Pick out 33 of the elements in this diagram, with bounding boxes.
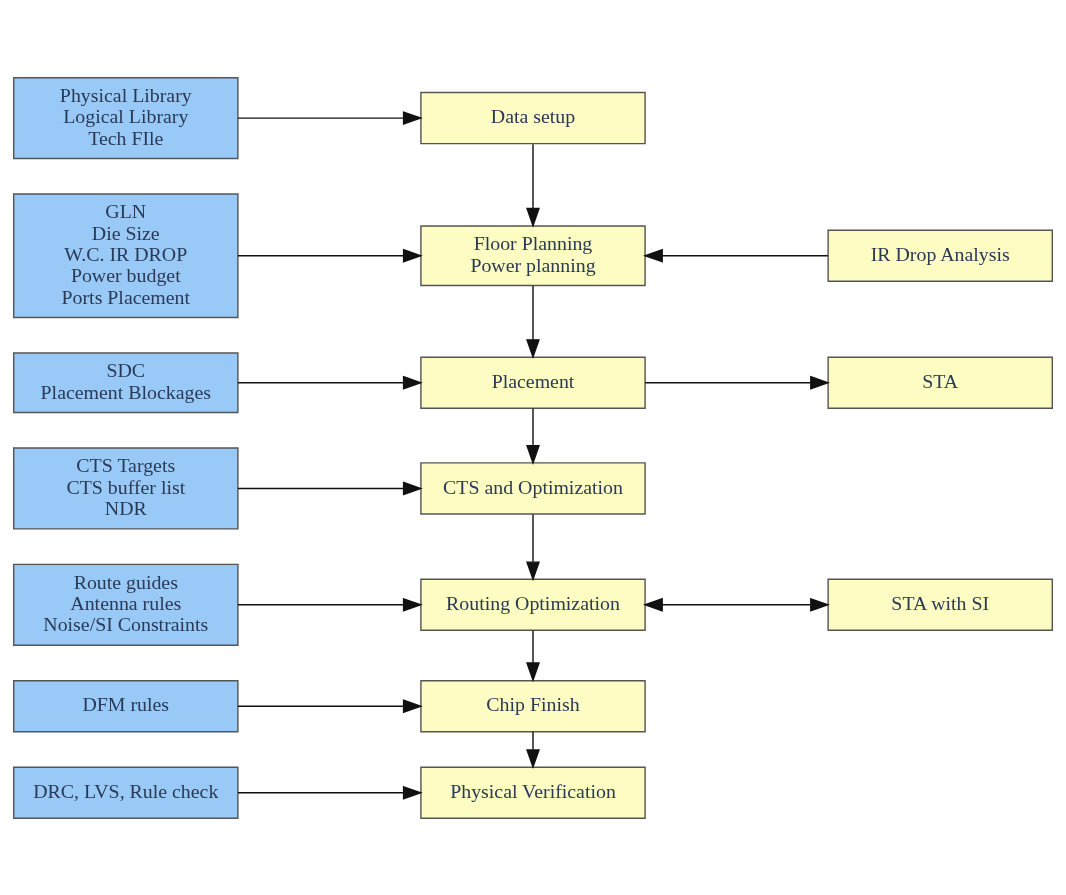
arrow [644, 375, 830, 390]
node-box: IR Drop Analysis [827, 229, 1053, 282]
arrow [237, 597, 423, 612]
arrow [237, 110, 423, 125]
node-box: Chip Finish [420, 679, 646, 732]
node-box: Physical Verification [420, 766, 646, 819]
arrow [237, 248, 423, 263]
node-box: CTS and Optimization [420, 461, 646, 515]
node-box: Placement [420, 356, 646, 409]
arrow [237, 375, 423, 390]
node-box: SDC Placement Blockages [13, 351, 239, 413]
arrow [526, 730, 540, 769]
node-box: Data setup [420, 91, 646, 144]
arrow [237, 785, 423, 800]
arrow [643, 248, 829, 263]
node-box: CTS Targets CTS buffer list NDR [13, 446, 239, 530]
arrow [526, 513, 540, 581]
node-box: Physical Library Logical Library Tech FIle [13, 76, 239, 159]
node-box: Route guides Antenna rules Noise/SI Constraints [13, 563, 239, 646]
node-box: STA with SI [827, 578, 1053, 631]
node-box: DRC, LVS, Rule check [13, 766, 239, 819]
arrow [526, 407, 540, 465]
arrow [526, 284, 540, 359]
arrow [526, 629, 540, 682]
node-box: GLN Die Size W.C. IR DROP Power budget Ports Placement [13, 192, 239, 318]
arrow [237, 698, 423, 713]
arrow [237, 480, 423, 495]
node-box: Floor Planning Power planning [420, 224, 646, 286]
arrow [526, 143, 540, 228]
node-box: STA [827, 356, 1053, 409]
node-box: DFM rules [13, 679, 239, 732]
node-box: Routing Optimization [420, 578, 646, 631]
arrow [643, 597, 830, 612]
